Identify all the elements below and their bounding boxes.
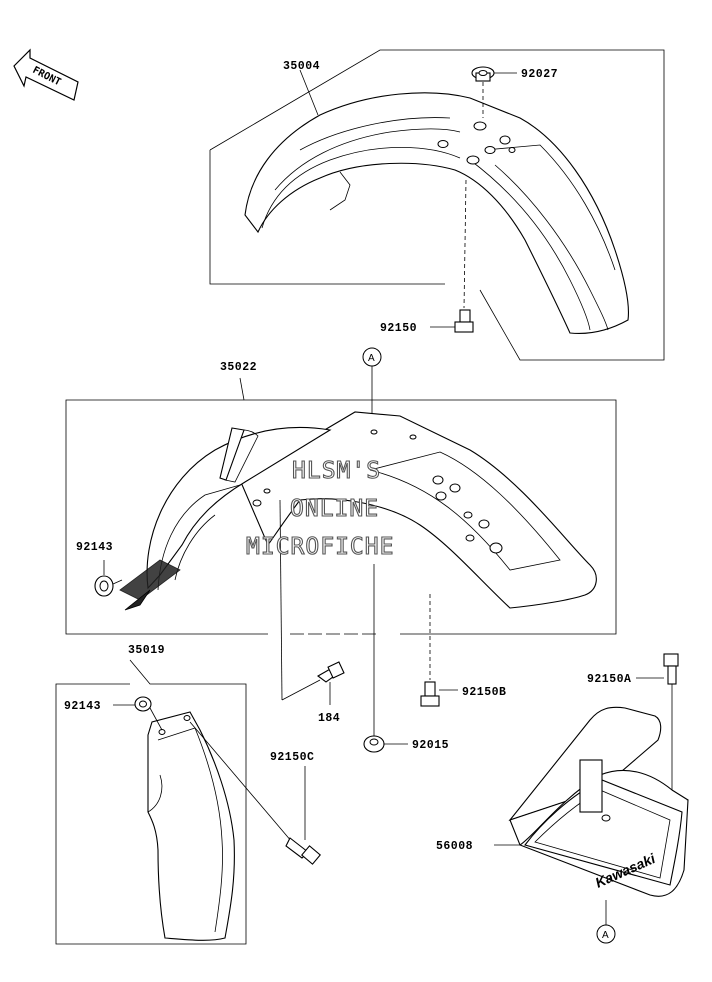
label-92150a: 92150A [587,673,631,686]
reference-mark-a-lower: A [596,924,616,944]
label-92143-rear: 92143 [76,541,113,554]
bolt-184 [279,499,345,705]
label-184: 184 [318,712,340,725]
tool-box-group: Kawasaki [494,653,689,926]
svg-text:A: A [368,353,375,364]
collar-92143-rear [94,560,123,597]
label-35019: 35019 [128,644,165,657]
front-fender-frame [209,150,445,285]
bolt-92150a [636,653,679,790]
label-92150c: 92150C [270,751,314,764]
bolt-92150 [430,179,474,333]
bolt-92150c [189,721,321,865]
rear-fender-frame [244,399,617,635]
watermark: HLSM'S ONLINE MICROFICHE [245,457,394,560]
front-fender [244,92,629,334]
svg-text:A: A [602,930,609,941]
watermark-line-1: HLSM'S [292,458,381,484]
label-92015: 92015 [412,739,449,752]
side-cover-frame [55,659,247,945]
label-92143-side: 92143 [64,700,101,713]
front-arrow-icon: FRONT [13,48,79,101]
label-92150b: 92150B [462,686,506,699]
grommet-92027 [471,66,517,118]
watermark-line-3: MICROFICHE [246,534,394,560]
collar-92143-side [113,696,163,731]
label-35022: 35022 [220,361,257,374]
label-92027: 92027 [521,68,558,81]
bolt-92150b [420,594,458,707]
side-cover [147,711,235,941]
reference-mark-a-upper: A [362,347,382,422]
front-fender-group [209,49,665,361]
watermark-line-2: ONLINE [290,496,379,522]
side-cover-group [55,659,321,945]
rear-fender [239,411,597,609]
nut-92015 [363,564,408,753]
label-56008: 56008 [436,840,473,853]
rear-fender-group [65,377,617,635]
label-92150: 92150 [380,322,417,335]
label-35004: 35004 [283,60,320,73]
